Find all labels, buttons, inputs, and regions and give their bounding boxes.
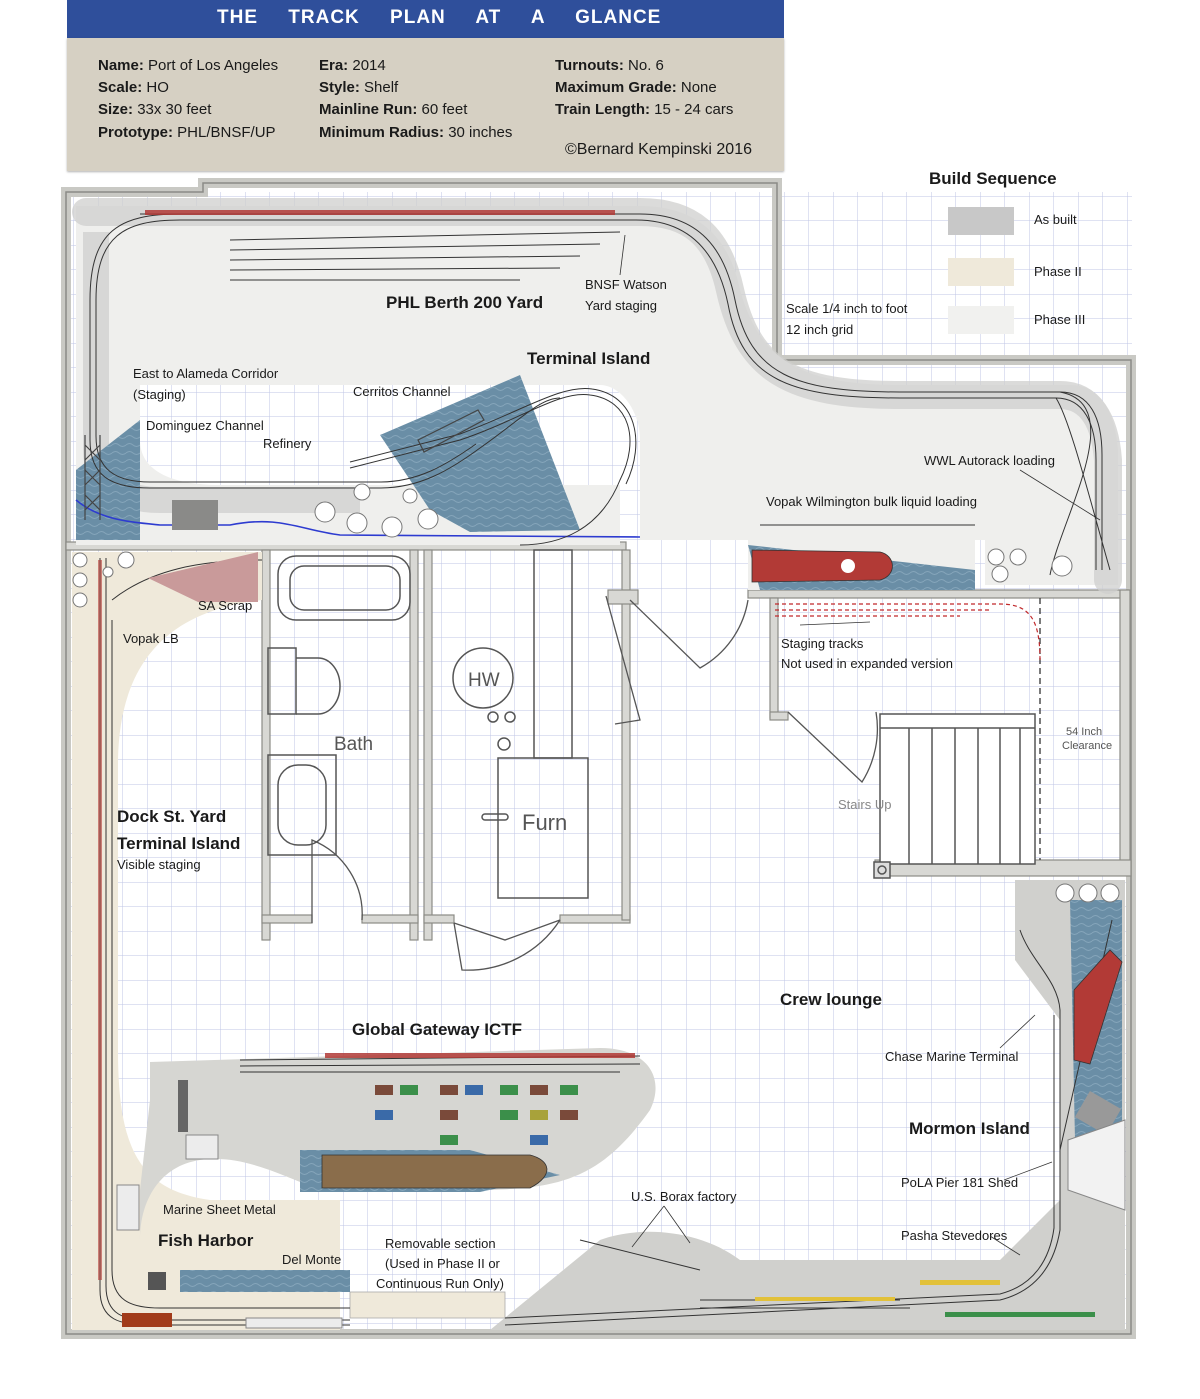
del-monte-label: Del Monte [282, 1252, 341, 1267]
chase-label: Chase Marine Terminal [885, 1049, 1019, 1064]
vopak-wilmington-label: Vopak Wilmington bulk liquid loading [766, 494, 977, 509]
vopak-lb-label: Vopak LB [123, 631, 179, 646]
spec-box: Name: Port of Los Angeles Scale: HO Size… [67, 38, 784, 171]
sa-scrap-area [148, 552, 258, 602]
bnsf-label-1: BNSF Watson [585, 277, 667, 292]
staging-label-2: Not used in expanded version [781, 656, 953, 671]
interior-walls [65, 541, 1132, 941]
spec-name: Name: Port of Los Angeles [98, 57, 279, 74]
ships [321, 549, 1123, 1189]
copyright: ©Bernard Kempinski 2016 [565, 141, 752, 158]
shoreline [75, 499, 641, 538]
bridges [84, 409, 485, 520]
crew-lounge-label: Crew lounge [780, 990, 882, 1009]
staging-label-1: Staging tracks [781, 636, 864, 651]
storage-tanks [72, 483, 1120, 903]
legend-label-as-built: As built [1034, 212, 1077, 227]
pasha-label: Pasha Stevedores [901, 1228, 1008, 1243]
door-swings [311, 595, 879, 971]
tracks [89, 213, 1113, 1326]
dominguez-label: Dominguez Channel [146, 418, 264, 433]
bath-label: Bath [334, 734, 373, 755]
dock-label-3: Visible staging [117, 857, 201, 872]
spec-era: Era: 2014 [319, 57, 386, 74]
spec-train-length: Train Length: 15 - 24 cars [555, 101, 734, 118]
spec-prototype: Prototype: PHL/BNSF/UP [98, 124, 276, 141]
removable-label-3: Continuous Run Only) [376, 1276, 504, 1291]
wwl-label: WWL Autorack loading [924, 453, 1055, 468]
spec-maximum-grade: Maximum Grade: None [555, 79, 717, 96]
bnsf-label-2: Yard staging [585, 298, 657, 313]
containers [375, 1085, 578, 1145]
sa-scrap-label: SA Scrap [198, 598, 252, 613]
hw-label: HW [468, 670, 500, 691]
utility-fixtures [452, 549, 589, 899]
plan-labels: Build Sequence As built Phase II Phase I… [117, 169, 1112, 1291]
legend-swatch-phase-3 [948, 306, 1014, 334]
stairs [873, 713, 1036, 879]
bathroom-fixtures [267, 555, 411, 856]
spec-mainline-run: Mainline Run: 60 feet [319, 101, 468, 118]
furn-label: Furn [522, 810, 567, 835]
east-alameda-label-2: (Staging) [133, 387, 186, 402]
spec-scale: Scale: HO [98, 79, 169, 96]
borax-label: U.S. Borax factory [631, 1189, 737, 1204]
legend-label-phase-3: Phase III [1034, 312, 1085, 327]
terminal-island-top-label: Terminal Island [527, 349, 650, 368]
staging-tracks [775, 603, 1041, 661]
marine-sheet-label: Marine Sheet Metal [163, 1202, 276, 1217]
legend-swatch-as-built [948, 207, 1014, 235]
spec-minimum-radius: Minimum Radius: 30 inches [319, 124, 513, 141]
dock-label-2: Terminal Island [117, 834, 240, 853]
fish-harbor-label: Fish Harbor [158, 1231, 254, 1250]
spec-style: Style: Shelf [319, 79, 399, 96]
refinery-label: Refinery [263, 436, 312, 451]
outer-walls [61, 178, 1136, 1339]
scale-note-1: Scale 1/4 inch to foot [786, 301, 908, 316]
clearance-label-1: 54 Inch [1066, 726, 1102, 738]
rolling-stock [98, 210, 1095, 1317]
spec-turnouts: Turnouts: No. 6 [555, 57, 664, 74]
page-title: THE TRACK PLAN AT A GLANCE [67, 0, 784, 38]
spec-size: Size: 33x 30 feet [98, 101, 212, 118]
removable-label-1: Removable section [385, 1236, 496, 1251]
global-gateway-label: Global Gateway ICTF [352, 1020, 522, 1039]
legend-label-phase-2: Phase II [1034, 264, 1082, 279]
cerritos-label: Cerritos Channel [353, 384, 451, 399]
removable-label-2: (Used in Phase II or [385, 1256, 501, 1271]
legend-swatch-phase-2 [948, 258, 1014, 286]
east-alameda-label-1: East to Alameda Corridor [133, 366, 279, 381]
dock-label-1: Dock St. Yard [117, 807, 226, 826]
scale-note-2: 12 inch grid [786, 322, 853, 337]
legend-title: Build Sequence [929, 169, 1057, 188]
phl-yard-label: PHL Berth 200 Yard [386, 293, 543, 312]
mormon-island-label: Mormon Island [909, 1119, 1030, 1138]
leader-lines [619, 234, 1101, 1256]
buildings [116, 500, 1126, 1329]
stairs-label: Stairs Up [838, 797, 891, 812]
pier181-label: PoLA Pier 181 Shed [901, 1175, 1018, 1190]
clearance-label-2: Clearance [1062, 740, 1112, 752]
